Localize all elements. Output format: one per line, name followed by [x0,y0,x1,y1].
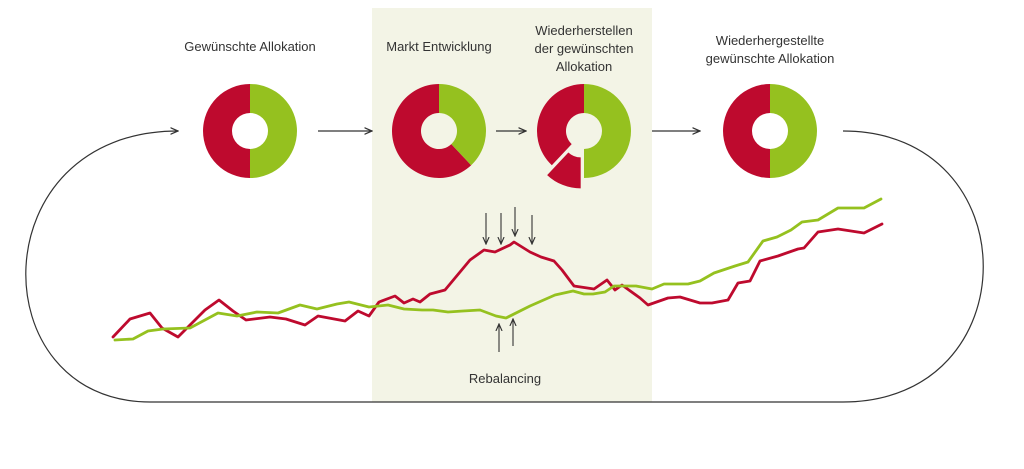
label-restored-line-1: Wiederhergestellte [716,33,824,48]
green-series-line [113,197,883,342]
donut-restore [537,84,631,189]
label-restored-line-2: gewünschte Allokation [706,51,835,66]
donut-market-red [392,84,472,178]
donut-market-green [439,83,486,166]
label-restore-line-3: Allokation [556,59,612,74]
red-series-line [111,222,884,339]
donut-market [392,83,486,178]
label-restore-line-2: der gewünschten [534,41,633,56]
loop-arrow-icon [25,131,984,403]
donut-desired-green [250,84,297,178]
donut-restore-red [537,84,584,166]
label-rebalancing: Rebalancing [469,371,541,386]
donut-restore-green [584,84,631,178]
donut-restored-green [770,84,817,178]
donut-desired [203,84,297,178]
label-desired-allocation: Gewünschte Allokation [184,39,316,54]
donut-desired-red [203,84,250,178]
label-market-development: Markt Entwicklung [386,39,491,54]
rebalancing-phase-background [372,8,652,402]
label-restore-line-1: Wiederherstellen [535,23,633,38]
donut-restore-exploded [547,152,581,189]
donut-restored [723,84,817,178]
donut-restored-red [723,84,770,178]
